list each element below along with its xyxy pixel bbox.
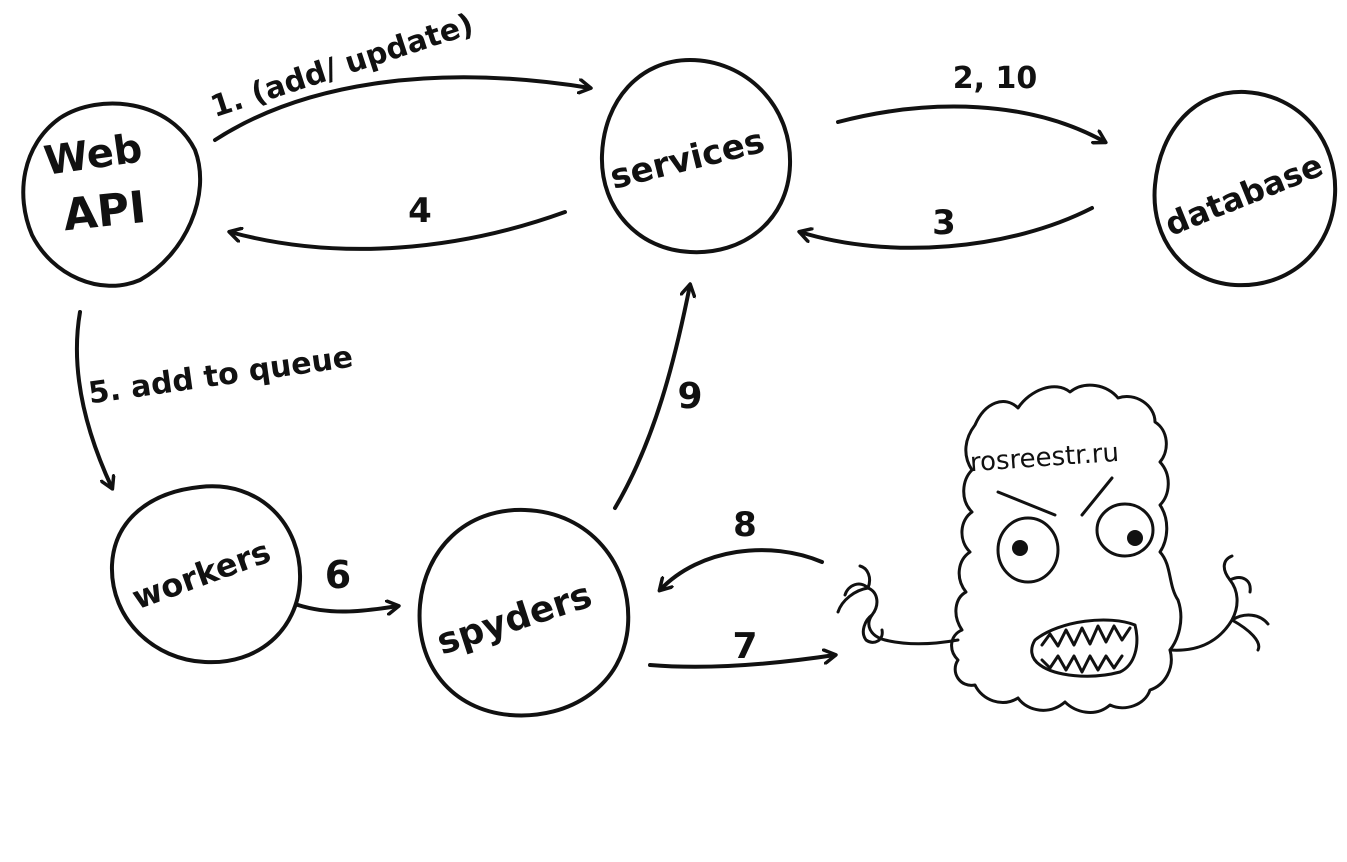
edge-to-api-label: 4 [408,191,432,231]
edge-site-to-spyders: 8 [660,505,824,590]
edge-add-to-queue-label: 5. add to queue [86,340,355,412]
edge-db-write-arrow [836,104,1105,142]
monster-left-arm [866,586,960,646]
edge-db-read-label: 3 [932,203,956,243]
edge-workers-to-spyders: 6 [296,553,398,612]
monster-right-pupil [1127,530,1143,546]
edge-db-read-arrow [800,206,1094,250]
edge-spyders-to-services: 9 [613,285,703,510]
web-api-circle [21,101,203,288]
edge-to-spyders-label: 6 [325,553,351,597]
monster-left-hand [836,564,884,644]
edge-services-to-api: 4 [230,191,567,251]
edge-from-site-arrow [660,548,824,590]
spyders-circle [417,507,631,718]
monster-left-brow [996,490,1057,517]
rosreestr-label: rosreestr.ru [969,438,1120,478]
monster-left-pupil [1012,540,1028,556]
workers-label: workers [127,532,276,617]
monster-rosreestr: rosreestr.ru [836,383,1270,714]
monster-right-hand [1222,554,1270,652]
edge-db-write-label: 2, 10 [953,61,1037,96]
node-web-api: Web API [21,101,203,288]
edge-to-api-arrow [230,210,567,251]
database-label: database [1160,146,1329,244]
edge-services-to-db: 2, 10 [836,61,1105,142]
workers-circle [109,484,303,665]
web-api-label-line2: API [61,182,149,241]
edge-to-site-arrow [648,655,835,669]
edge-to-services-label: 9 [677,376,702,417]
spyders-label: spyders [432,575,597,663]
monster-left-eye [996,516,1060,584]
monster-right-eye [1095,502,1155,558]
web-api-label-line1: Web [41,125,145,184]
database-circle [1152,89,1338,288]
node-spyders: spyders [417,507,631,718]
edge-spyders-to-site: 7 [648,626,835,669]
monster-teeth [1040,624,1132,674]
edge-add-to-queue-arrow [74,310,112,488]
edge-add-update-label: 1. (add/ update) [206,7,477,125]
edge-add-update-arrow [213,75,590,142]
monster-right-brow [1080,476,1114,517]
edge-to-spyders-arrow [296,605,398,612]
edge-from-site-label: 8 [733,505,757,545]
edge-to-services-arrow [613,285,690,510]
node-database: database [1152,89,1338,288]
edge-to-site-label: 7 [732,626,757,667]
services-label: services [606,121,768,198]
services-circle [599,58,793,255]
node-workers: workers [109,484,303,665]
edge-db-to-services: 3 [800,203,1094,250]
monster-body [950,383,1183,714]
edge-add-update: 1. (add/ update) [206,7,590,142]
node-services: services [599,58,793,255]
edge-add-to-queue: 5. add to queue [74,310,355,488]
monster-mouth [1030,618,1139,678]
